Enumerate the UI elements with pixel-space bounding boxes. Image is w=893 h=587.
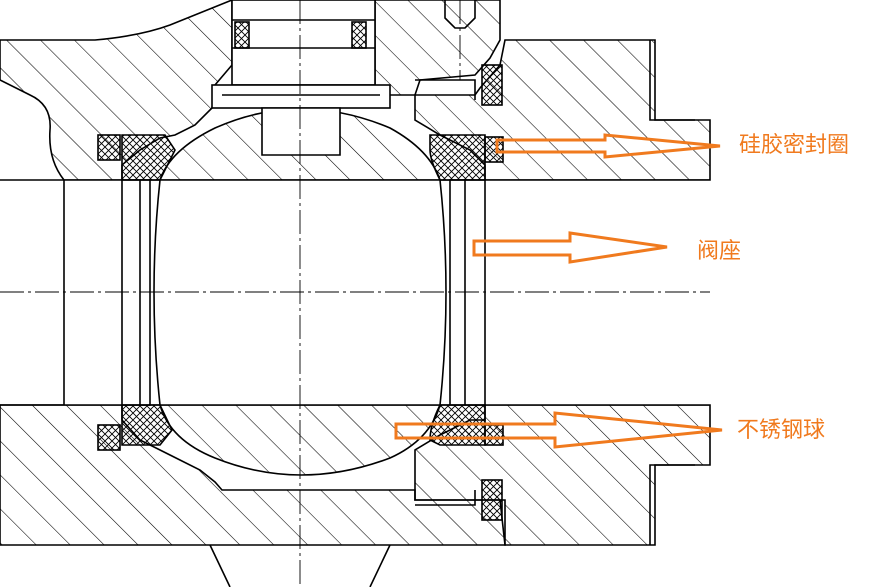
label-silicone-seal: 硅胶密封圈 bbox=[739, 133, 850, 158]
valve-stem bbox=[211, 0, 391, 156]
o-ring-seals bbox=[97, 21, 504, 521]
ball-arrow bbox=[394, 411, 723, 449]
callout-arrows bbox=[394, 133, 723, 449]
silicone-arrow bbox=[495, 133, 721, 159]
label-valve-seat: 阀座 bbox=[697, 239, 742, 264]
body-outlines bbox=[0, 0, 695, 587]
label-stainless-ball: 不锈钢球 bbox=[737, 418, 826, 443]
center-lines bbox=[0, 0, 710, 587]
seat-arrow bbox=[472, 231, 668, 264]
left-seat bbox=[121, 179, 151, 406]
right-seat bbox=[449, 179, 486, 406]
bore bbox=[63, 179, 710, 406]
